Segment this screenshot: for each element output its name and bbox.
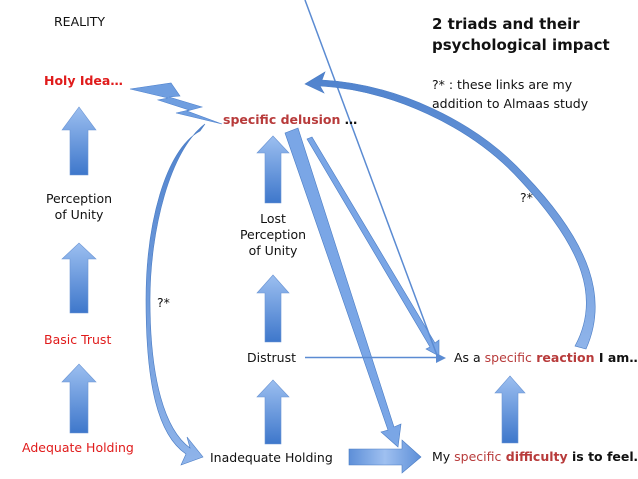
reaction-label: As a specific reaction I am… bbox=[454, 350, 638, 366]
lost-line-2: Perception bbox=[239, 227, 307, 242]
diagonal-arrow-delusion-to-reaction bbox=[306, 136, 440, 357]
basic-trust-label: Basic Trust bbox=[44, 332, 112, 347]
added-link-marker-left: ?* bbox=[157, 295, 170, 310]
reaction-suffix: I am… bbox=[594, 350, 638, 365]
note-line-1: ?* : these links are my bbox=[432, 77, 573, 92]
delusion-ellipsis: … bbox=[340, 112, 358, 127]
up-arrow-holding-to-trust bbox=[61, 363, 97, 434]
up-arrow-inadequate-to-distrust bbox=[256, 379, 290, 445]
lost-line-1: Lost bbox=[260, 211, 286, 226]
lost-perception-label: Lost Perception of Unity bbox=[238, 211, 308, 259]
legend-note: ?* : these links are my addition to Alma… bbox=[432, 75, 588, 113]
reaction-prefix: As a bbox=[454, 350, 485, 365]
title-line-1: 2 triads and their bbox=[432, 15, 580, 33]
up-arrow-difficulty-to-reaction bbox=[494, 375, 526, 444]
curved-arrow-delusion-to-inadequate-holding bbox=[145, 123, 206, 466]
up-arrow-perception-to-holy-idea bbox=[61, 106, 97, 176]
horizontal-arrow-distrust-to-reaction bbox=[304, 0, 446, 363]
adequate-holding-label: Adequate Holding bbox=[22, 440, 134, 455]
lightning-bolt-icon bbox=[129, 82, 223, 125]
delusion-text: specific delusion bbox=[223, 112, 341, 127]
difficulty-suffix: is to feel… bbox=[571, 449, 638, 464]
reality-label: REALITY bbox=[54, 14, 106, 29]
specific-delusion-label: specific delusion … bbox=[223, 112, 357, 128]
curved-arrow-reaction-to-holy-idea bbox=[304, 71, 596, 350]
difficulty-prefix: My bbox=[432, 449, 455, 464]
title-line-2: psychological impact bbox=[432, 36, 610, 54]
up-arrow-trust-to-perception bbox=[61, 242, 97, 314]
holy-idea-label: Holy Idea… bbox=[44, 73, 123, 88]
difficulty-word: difficulty bbox=[501, 449, 568, 464]
distrust-label: Distrust bbox=[247, 350, 296, 365]
up-arrow-lost-perception-to-delusion bbox=[256, 135, 290, 204]
perception-of-unity-label: Perception of Unity bbox=[44, 191, 114, 223]
reaction-word: reaction bbox=[531, 350, 595, 365]
perception-line-1: Perception bbox=[45, 191, 113, 206]
diagonal-arrow-delusion-to-difficulty bbox=[284, 127, 402, 448]
difficulty-specific: specific bbox=[454, 449, 502, 464]
block-arrow-inadequate-to-difficulty bbox=[348, 439, 422, 474]
note-line-2: addition to Almaas study bbox=[432, 96, 589, 111]
perception-line-2: of Unity bbox=[54, 207, 104, 222]
difficulty-label: My specific difficulty is to feel… bbox=[432, 449, 638, 465]
added-link-marker-right: ?* bbox=[520, 190, 533, 205]
lost-line-3: of Unity bbox=[248, 243, 298, 258]
up-arrow-distrust-to-lost-perception bbox=[256, 274, 290, 343]
reaction-specific: specific bbox=[484, 350, 532, 365]
inadequate-holding-label: Inadequate Holding bbox=[210, 450, 333, 465]
diagram-title: 2 triads and their psychological impact bbox=[432, 14, 610, 56]
